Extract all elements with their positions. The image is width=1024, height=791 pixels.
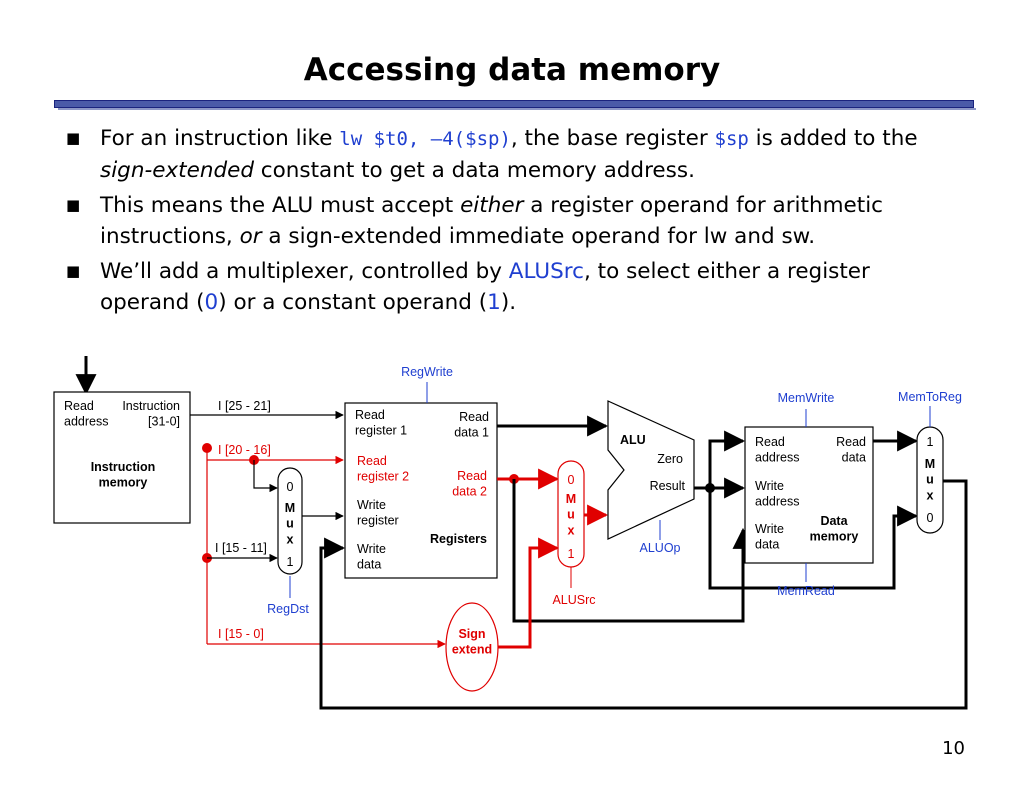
field-imm-label: I [15 - 0] xyxy=(218,627,264,641)
regwrite-control-label: RegWrite xyxy=(401,365,453,379)
bullet-text: a sign-extended immediate operand for lw… xyxy=(261,224,816,249)
bullet-text: We’ll add a multiplexer, controlled by xyxy=(100,259,509,284)
square-bullet-icon: ■ xyxy=(66,262,81,280)
bullet-text: constant to get a data memory address. xyxy=(253,158,695,183)
bullet-text: This means the ALU must accept xyxy=(100,193,461,218)
highlight-text: ALUSrc xyxy=(508,259,584,284)
regdst-in1: 1 xyxy=(287,555,294,569)
bullet-text: ) or a constant operand ( xyxy=(218,290,488,315)
alusrc-in0: 0 xyxy=(568,473,575,487)
regdst-control-label: RegDst xyxy=(267,602,309,616)
wire-alu-to-memtoreg xyxy=(708,488,919,590)
register-file-box xyxy=(344,402,498,579)
bullet-list: ■ For an instruction like lw $t0, –4($sp… xyxy=(66,123,966,322)
aluop-control-label: ALUOp xyxy=(640,541,681,555)
imem-instruction-label: Instruction[31-0] xyxy=(122,399,180,429)
bullet-item-3: ■ We’ll add a multiplexer, controlled by… xyxy=(66,256,966,318)
memtoreg-in0: 0 xyxy=(927,511,934,525)
bullet-text: is added to the xyxy=(748,126,918,151)
regdst-in0: 0 xyxy=(287,480,294,494)
alu-zero-label: Zero xyxy=(657,452,683,466)
highlight-text: 0 xyxy=(204,290,219,315)
wire-sign-extended xyxy=(498,537,560,649)
square-bullet-icon: ■ xyxy=(66,129,81,147)
highlight-text: 1 xyxy=(487,290,501,315)
wire-write-back xyxy=(319,479,968,710)
registers-name-label: Registers xyxy=(430,532,487,546)
alu-unit xyxy=(607,400,695,540)
emphasis-text: or xyxy=(239,224,262,249)
alu-result-label: Result xyxy=(650,479,686,493)
memwrite-control-label: MemWrite xyxy=(778,391,835,405)
alusrc-control-label: ALUSrc xyxy=(552,593,595,607)
bullet-text: a register operand for arithmetic instru… xyxy=(100,193,883,249)
bullet-text: , to select either a register operand ( xyxy=(100,259,870,315)
instruction-memory-box xyxy=(53,391,191,524)
regdst-mux xyxy=(277,467,303,575)
memread-control-label: MemRead xyxy=(777,584,835,598)
page-number: 10 xyxy=(942,738,965,759)
alu-name-label: ALU xyxy=(620,433,646,447)
junction-dot xyxy=(202,443,212,453)
emphasis-text: sign-extended xyxy=(100,158,254,183)
title-rule-shadow xyxy=(58,108,976,110)
bullet-item-2: ■ This means the ALU must accept either … xyxy=(66,190,966,252)
code-snippet: $sp xyxy=(714,128,749,150)
wire-rt-to-regdst xyxy=(253,460,278,493)
code-snippet: lw $t0, –4($sp) xyxy=(339,128,511,150)
field-rt-label: I [20 - 16] xyxy=(218,443,271,457)
wire-alu-to-read-address xyxy=(708,430,746,488)
memtoreg-in1: 1 xyxy=(927,435,934,449)
data-memory-box xyxy=(744,426,874,564)
bullet-text: For an instruction like xyxy=(100,126,340,151)
memtoreg-control-label: MemToReg xyxy=(898,390,962,404)
emphasis-text: either xyxy=(460,193,524,218)
field-rs-label: I [25 - 21] xyxy=(218,399,271,413)
bullet-text: ). xyxy=(500,290,517,315)
square-bullet-icon: ■ xyxy=(66,196,81,214)
title-rule xyxy=(54,100,974,108)
slide-title: Accessing data memory xyxy=(303,52,721,88)
wire-data-mem-write-data xyxy=(512,479,754,623)
bullet-text: , the base register xyxy=(510,126,715,151)
bullet-item-1: ■ For an instruction like lw $t0, –4($sp… xyxy=(66,123,966,186)
alusrc-in1: 1 xyxy=(568,547,575,561)
field-rd-label: I [15 - 11] xyxy=(215,541,267,555)
